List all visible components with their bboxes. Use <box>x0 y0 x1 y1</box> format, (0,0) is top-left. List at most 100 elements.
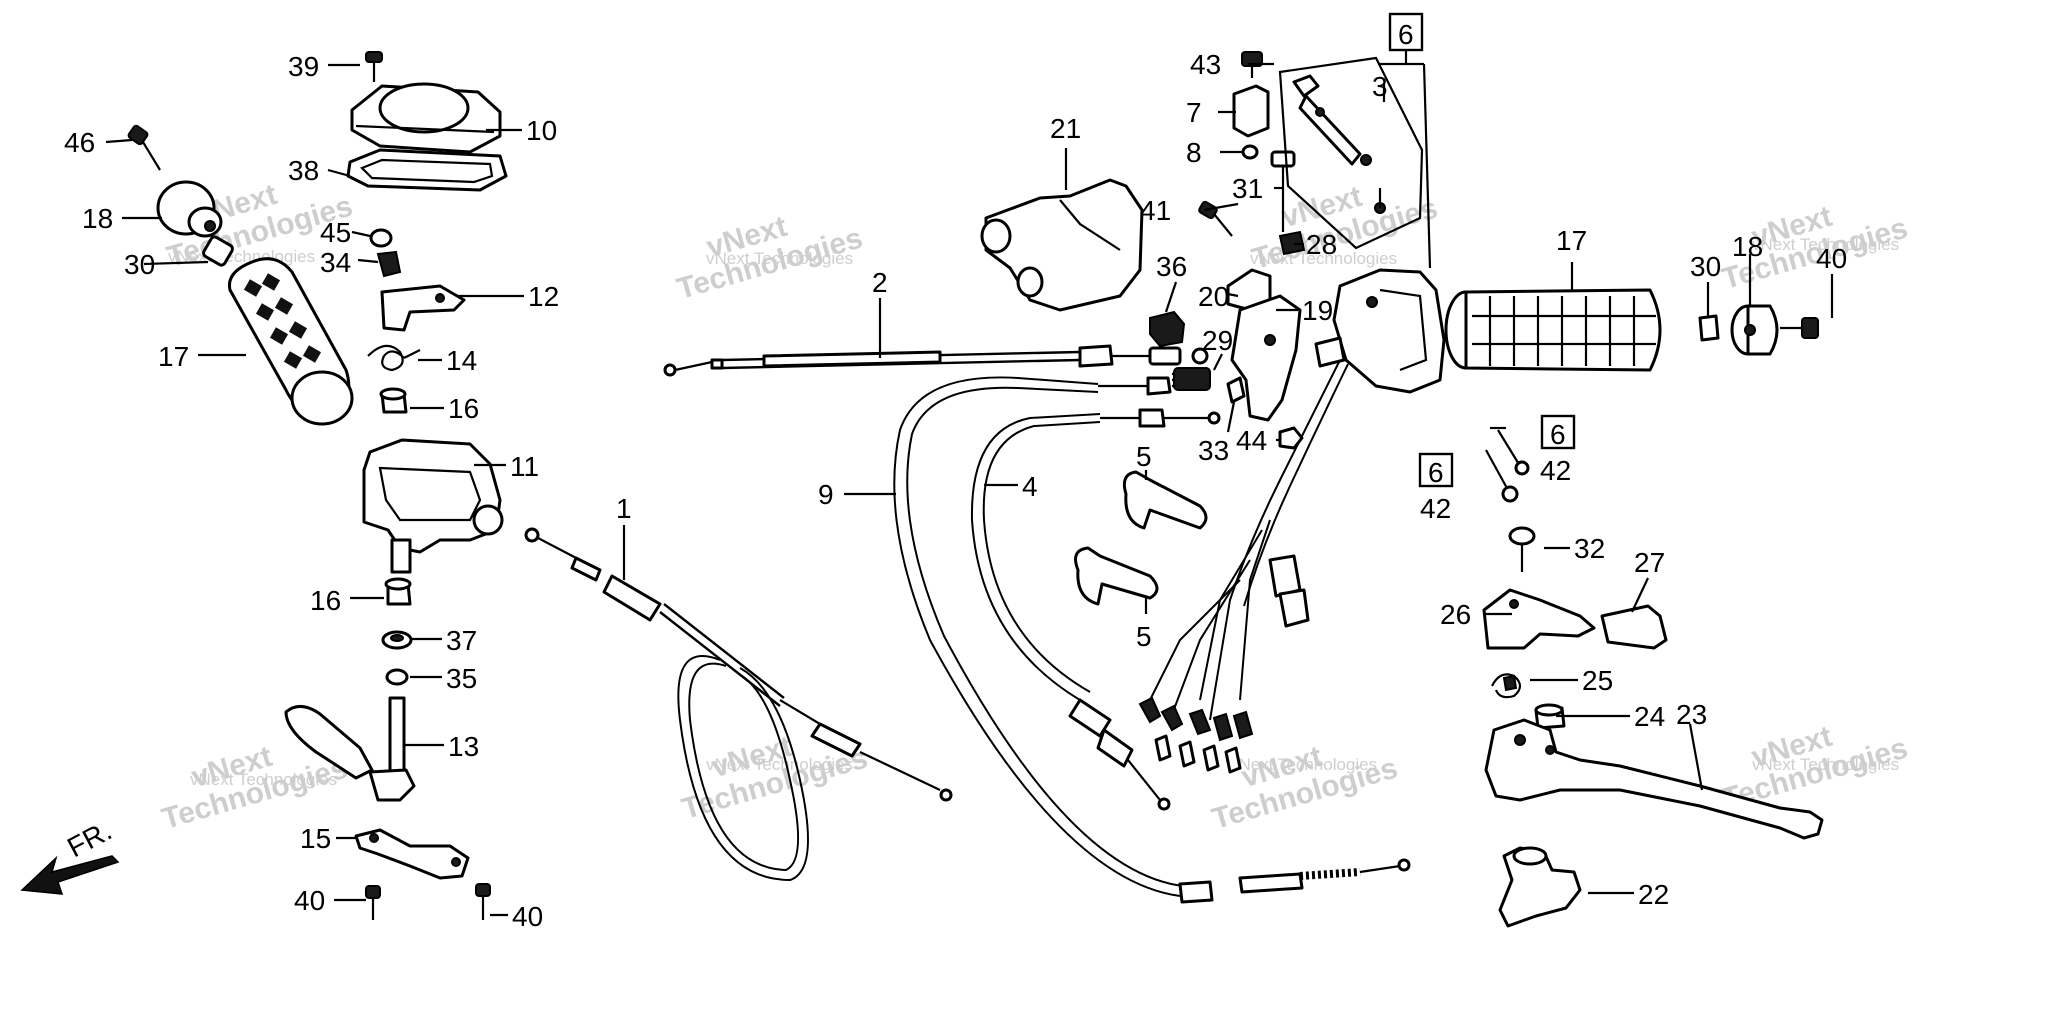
callout-42-left: 42 <box>1420 493 1451 524</box>
callout-13: 13 <box>448 731 479 762</box>
watermark-small: vNext Technologies <box>190 770 337 789</box>
part-43-screw <box>1241 51 1263 78</box>
part-46-bolt <box>127 124 161 171</box>
callout-40-b: 40 <box>512 901 543 932</box>
part-18-grip-end <box>156 180 223 238</box>
leader-lines <box>105 62 1834 917</box>
watermark: vNext Technologies <box>1208 740 1401 836</box>
callout-37: 37 <box>446 625 477 656</box>
part-19-switch-base <box>1230 294 1302 422</box>
part-24-pivot <box>1534 703 1566 730</box>
part-6-box-mid <box>1540 414 1576 450</box>
part-2-cable <box>663 344 1209 377</box>
front-direction-arrow: FR. <box>20 815 120 895</box>
callout-18: 18 <box>82 203 113 234</box>
part-40-bolt <box>475 883 491 920</box>
callout-1: 1 <box>616 493 632 524</box>
part-1-throttle-cable <box>524 527 953 882</box>
callout-39: 39 <box>288 51 319 82</box>
part-45-washer <box>369 228 393 248</box>
part-17-left-grip <box>227 257 354 426</box>
callout-11: 11 <box>510 451 539 482</box>
part-32-bolt <box>1508 526 1536 572</box>
callout-9: 9 <box>818 479 834 510</box>
part-5-clamp <box>1122 470 1208 530</box>
callout-3: 3 <box>1372 71 1388 102</box>
callout-38: 38 <box>288 155 319 186</box>
part-18-grip-end-right <box>1730 304 1779 356</box>
part-34-clip <box>376 250 402 278</box>
part-42-screw <box>1490 426 1530 476</box>
watermark-small: vNext Technologies <box>1230 755 1377 774</box>
callout-labels: 39 10 46 38 18 45 30 34 12 17 14 16 11 1… <box>64 19 1847 932</box>
part-16-collar <box>379 387 408 414</box>
callout-27: 27 <box>1634 547 1665 578</box>
callout-8: 8 <box>1186 137 1202 168</box>
callout-43: 43 <box>1190 49 1221 80</box>
callout-16-lower: 16 <box>310 585 341 616</box>
callout-32: 32 <box>1574 533 1605 564</box>
callout-4: 4 <box>1022 471 1038 502</box>
part-23-clutch-lever <box>1484 718 1824 840</box>
part-44-nut <box>1278 426 1304 450</box>
fr-label: FR. <box>62 815 116 864</box>
callout-30-right: 30 <box>1690 251 1721 282</box>
part-40-bolt <box>365 885 381 920</box>
callout-6-top: 6 <box>1398 19 1414 50</box>
part-33-pin <box>1226 376 1246 404</box>
callout-31: 31 <box>1232 173 1263 204</box>
callout-20: 20 <box>1198 281 1229 312</box>
callout-6-mid: 6 <box>1550 419 1566 450</box>
part-12-plate <box>380 284 466 332</box>
callout-30: 30 <box>124 249 155 280</box>
callout-22: 22 <box>1638 879 1669 910</box>
callout-24: 24 <box>1634 701 1665 732</box>
callout-10: 10 <box>526 115 557 146</box>
callout-46: 46 <box>64 127 95 158</box>
callout-7: 7 <box>1186 97 1202 128</box>
part-5-clamp-lower <box>1074 546 1159 606</box>
part-14-spring <box>367 344 421 372</box>
watermark-small: vNext Technologies <box>1752 235 1899 254</box>
watermark-small: vNext Technologies <box>1752 755 1899 774</box>
part-21-switch-cover <box>980 178 1144 312</box>
part-37-washer <box>381 630 413 650</box>
part-26-bracket <box>1482 588 1596 650</box>
callout-17: 17 <box>158 341 189 372</box>
part-10-throttle-cover <box>350 82 502 154</box>
part-13-throttle-lever <box>284 696 416 802</box>
callout-14: 14 <box>446 345 477 376</box>
callout-28: 28 <box>1306 229 1337 260</box>
callout-21: 21 <box>1050 113 1081 144</box>
part-42-screw <box>1485 449 1519 503</box>
callout-16: 16 <box>448 393 479 424</box>
callout-41: 41 <box>1140 195 1171 226</box>
part-31-bolt <box>1270 150 1296 232</box>
part-3-switch-assembly <box>1278 56 1424 250</box>
callout-45: 45 <box>320 217 351 248</box>
part-11-throttle-housing <box>362 438 504 574</box>
callout-40-right: 40 <box>1816 243 1847 274</box>
part-36-clamp <box>1149 310 1186 348</box>
callout-2: 2 <box>872 267 888 298</box>
part-6-box-top <box>1378 12 1432 269</box>
callout-44: 44 <box>1236 425 1267 456</box>
watermark-small: vNext Technologies <box>706 249 853 268</box>
wiring-harness <box>1138 359 1349 774</box>
callout-6-left: 6 <box>1428 457 1444 488</box>
callout-18-right: 18 <box>1732 231 1763 262</box>
callout-12: 12 <box>528 281 559 312</box>
callout-26: 26 <box>1440 599 1471 630</box>
part-16-collar-lower <box>384 577 412 606</box>
part-30-collar <box>202 235 234 267</box>
part-39-screw <box>365 51 383 82</box>
callout-23: 23 <box>1676 699 1707 730</box>
callout-33: 33 <box>1198 435 1229 466</box>
part-29-spring <box>1171 367 1211 391</box>
part-22-bracket <box>1498 846 1582 928</box>
callout-36: 36 <box>1156 251 1187 282</box>
callout-35: 35 <box>446 663 477 694</box>
part-28-connector <box>1278 230 1306 256</box>
part-15-plate <box>354 828 470 880</box>
